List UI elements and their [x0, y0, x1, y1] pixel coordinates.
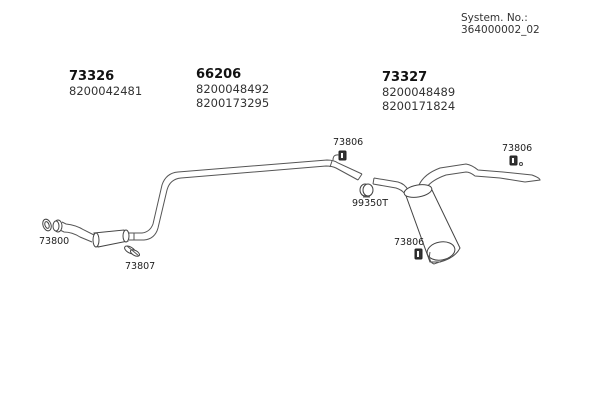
oem-number: 8200173295 — [196, 96, 270, 110]
part-code: 66206 — [196, 67, 242, 82]
band-clamp-icon[interactable] — [359, 183, 374, 198]
middle-pipe[interactable] — [134, 159, 363, 241]
part-label-gasket[interactable]: 73800 — [39, 236, 70, 247]
system-number: System. No.: 364000002_02 — [461, 12, 540, 36]
part-label-clamp[interactable]: 73807 — [125, 261, 156, 272]
part-code: 73327 — [382, 70, 428, 85]
oem-number: 8200171824 — [382, 99, 456, 113]
part-label-hanger[interactable]: 73806 — [333, 137, 364, 148]
part-label-hanger[interactable]: 73806 — [394, 237, 425, 248]
part-group-rear-muffler[interactable]: 73327 8200048489 8200171824 — [382, 70, 455, 113]
part-label-hanger[interactable]: 73806 — [502, 143, 533, 154]
oem-number: 8200048489 — [382, 85, 456, 99]
part-group-middle-pipe[interactable]: 66206 8200048492 8200173295 — [196, 67, 269, 110]
oem-number: 8200048492 — [196, 82, 270, 96]
gasket-icon[interactable] — [41, 218, 53, 232]
part-group-front-pipe[interactable]: 73326 8200042481 — [69, 69, 142, 98]
front-pipe[interactable] — [52, 219, 135, 248]
rear-muffler[interactable] — [372, 163, 541, 265]
part-label-band-clamp[interactable]: 99350T — [352, 198, 389, 209]
clamp-icon[interactable] — [123, 244, 141, 257]
hanger-icon[interactable] — [332, 150, 347, 161]
oem-number: 8200042481 — [69, 84, 143, 98]
hanger-icon[interactable] — [414, 248, 423, 260]
hanger-icon[interactable] — [509, 155, 523, 166]
part-code: 73326 — [69, 69, 115, 84]
